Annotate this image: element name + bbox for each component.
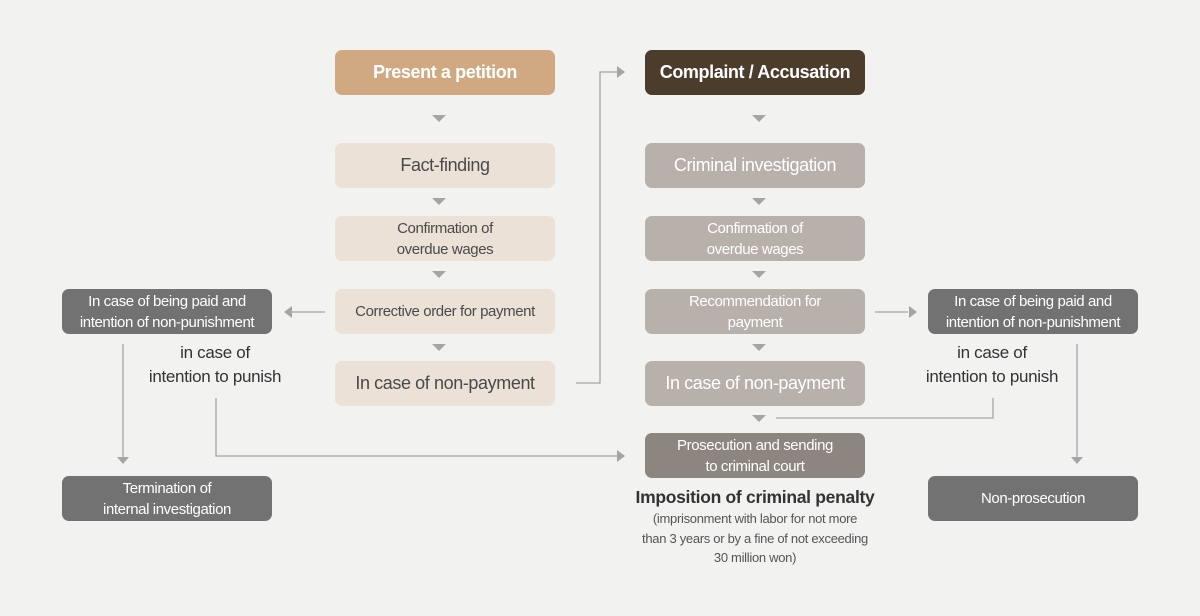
- left-paid-label: In case of being paid and intention of n…: [79, 292, 255, 331]
- right-paid-label: In case of being paid and intention of n…: [945, 292, 1121, 331]
- connector-nonpayment-to-complaint: [576, 71, 618, 384]
- nonprosecution-label: Non-prosecution: [980, 490, 1086, 507]
- corrective-order-label: Corrective order for payment: [355, 303, 535, 320]
- fact-finding-box: Fact-finding: [335, 143, 555, 188]
- right-nonpayment-label: In case of non-payment: [665, 373, 845, 393]
- arrowhead-to-left-paid: [284, 306, 292, 318]
- right-confirmation-label: Confirmation of overdue wages: [706, 219, 804, 258]
- left-paid-box: In case of being paid and intention of n…: [62, 289, 272, 334]
- arrow-left-1: [432, 115, 446, 122]
- penalty-title: Imposition of criminal penalty: [635, 487, 875, 507]
- arrow-right-3: [752, 271, 766, 278]
- fact-finding-label: Fact-finding: [400, 155, 490, 175]
- criminal-investigation-label: Criminal investigation: [673, 155, 837, 175]
- arrow-right-2: [752, 198, 766, 205]
- termination-box: Termination of internal investigation: [62, 476, 272, 521]
- prosecution-label: Prosecution and sending to criminal cour…: [677, 436, 833, 475]
- complaint-label: Complaint / Accusation: [659, 62, 851, 82]
- arrow-left-4: [432, 344, 446, 351]
- arrow-right-5: [752, 415, 766, 422]
- left-nonpayment-label: In case of non-payment: [355, 373, 535, 393]
- right-punish-label: in case of intention to punish: [925, 343, 1059, 386]
- arrowhead-to-right-paid: [909, 306, 917, 318]
- left-confirmation-label: Confirmation of overdue wages: [396, 219, 494, 258]
- termination-label: Termination of internal investigation: [103, 479, 231, 518]
- right-nonpayment-box: In case of non-payment: [645, 361, 865, 406]
- recommendation-box: Recommendation for payment: [645, 289, 865, 334]
- left-confirmation-box: Confirmation of overdue wages: [335, 216, 555, 261]
- nonprosecution-box: Non-prosecution: [928, 476, 1138, 521]
- right-paid-box: In case of being paid and intention of n…: [928, 289, 1138, 334]
- left-punish-label: in case of intention to punish: [148, 343, 282, 386]
- connector-left-punish-to-prosecution: [215, 398, 618, 457]
- present-petition-label: Present a petition: [373, 62, 517, 82]
- arrowhead-to-prosecution: [617, 450, 625, 462]
- arrow-left-3: [432, 271, 446, 278]
- recommendation-label: Recommendation for payment: [688, 292, 822, 331]
- arrowhead-to-nonprosecution: [1071, 457, 1083, 464]
- arrow-right-4: [752, 344, 766, 351]
- arrowhead-to-complaint: [617, 66, 625, 78]
- right-confirmation-box: Confirmation of overdue wages: [645, 216, 865, 261]
- arrowhead-to-termination: [117, 457, 129, 464]
- corrective-order-box: Corrective order for payment: [335, 289, 555, 334]
- penalty-detail: (imprisonment with labor for not more th…: [642, 511, 868, 565]
- prosecution-box: Prosecution and sending to criminal cour…: [645, 433, 865, 478]
- arrow-left-2: [432, 198, 446, 205]
- present-petition-box: Present a petition: [335, 50, 555, 95]
- connector-right-punish-to-prosecution: [776, 398, 994, 419]
- arrow-right-1: [752, 115, 766, 122]
- left-nonpayment-box: In case of non-payment: [335, 361, 555, 406]
- criminal-investigation-box: Criminal investigation: [645, 143, 865, 188]
- complaint-box: Complaint / Accusation: [645, 50, 865, 95]
